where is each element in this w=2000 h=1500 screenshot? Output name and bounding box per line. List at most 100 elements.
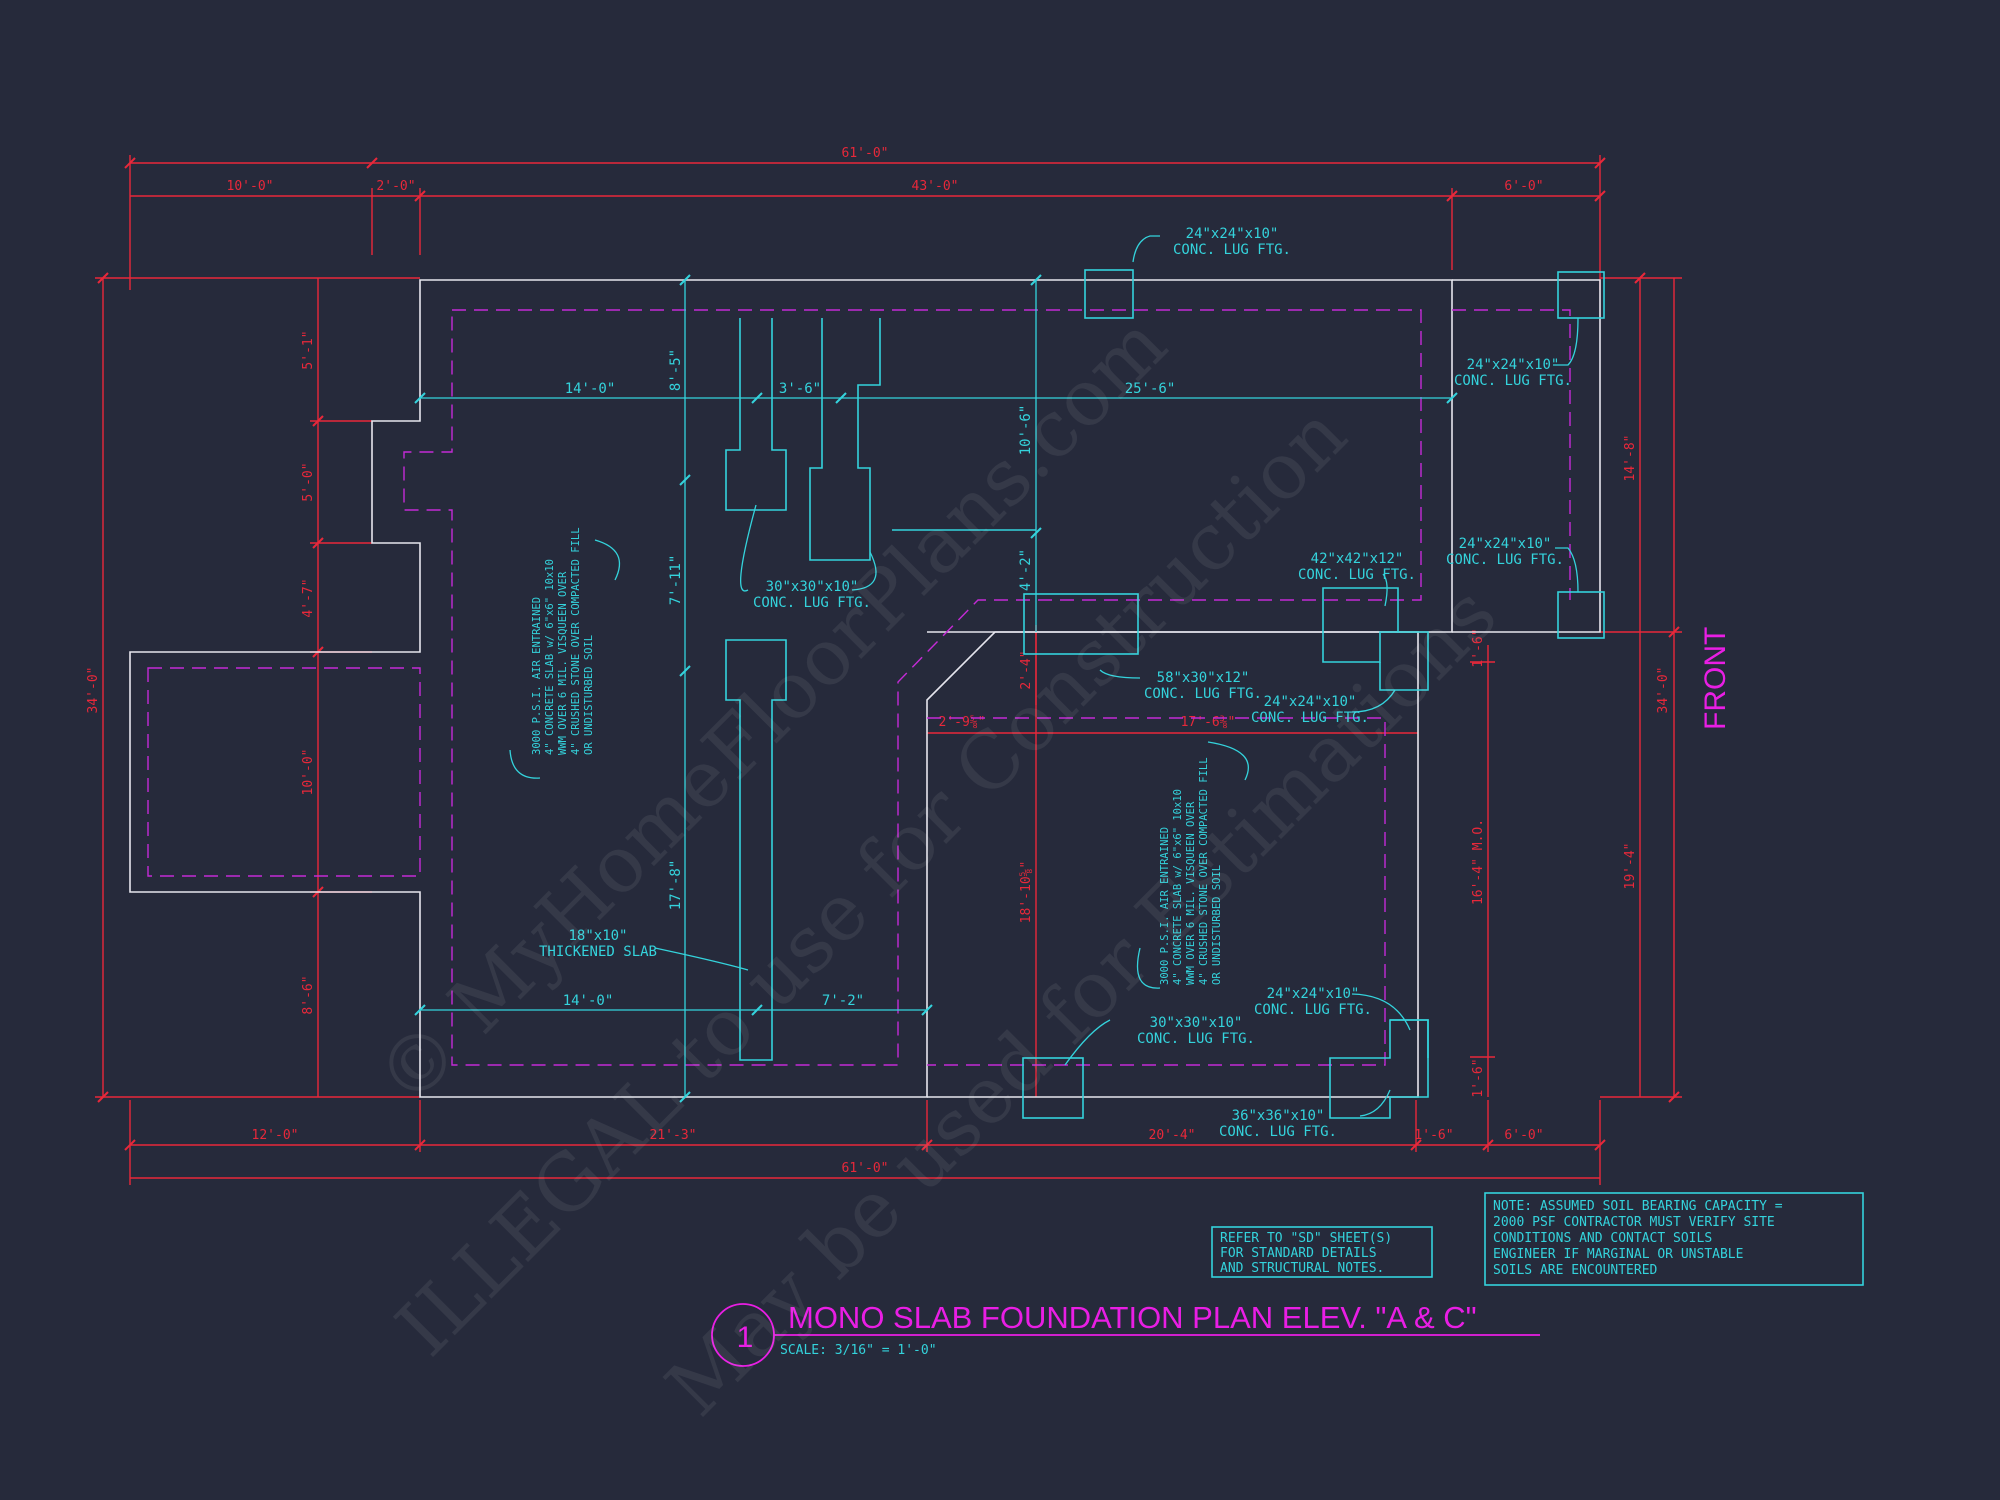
cyan-dim-7-2: 7'-2" (822, 993, 864, 1009)
slab-note-right-line-4: 4" CRUSHED STONE OVER COMPACTED FILL (1198, 757, 1210, 985)
callout-3-label: CONC. LUG FTG. (1446, 552, 1564, 568)
slab-note-right-line-2: 4" CONCRETE SLAB w/ 6"x6" 10x10 (1172, 789, 1184, 985)
dim-right-1-6b: 1'-6" (1471, 1058, 1486, 1097)
callout-6-size: 58"x30"x12" (1157, 670, 1250, 686)
dashed-footing-line (147, 309, 1571, 1066)
slab-note-right-line-3: WWM OVER 6 MIL. VISQUEEN OVER (1185, 801, 1197, 985)
footing-24-top (1084, 269, 1134, 319)
drawing-number: 1 (737, 1321, 754, 1354)
interior-dimension-labels: 14'-0" 3'-6" 25'-6" 8'-5" 7'-11" 17'-8" … (563, 349, 1176, 1009)
dim-int-18-10: 18'-10⅝" (1019, 861, 1034, 924)
dim-int-2-9: 2'-9⅝" (939, 715, 986, 730)
callout-11-label: CONC. LUG FTG. (1219, 1124, 1337, 1140)
cyan-dim-7-11: 7'-11" (668, 555, 684, 606)
dim-right-1-6a: 1'-6" (1471, 628, 1486, 667)
callout-10-label: CONC. LUG FTG. (1137, 1031, 1255, 1047)
soil-note-line-1: NOTE: ASSUMED SOIL BEARING CAPACITY = (1493, 1199, 1783, 1214)
dim-top-2: 2'-0" (376, 179, 415, 194)
footing-30-upper (725, 318, 787, 511)
dim-bottom-6: 6'-0" (1504, 1128, 1543, 1143)
footing-24-garage-bottom (1390, 1019, 1429, 1058)
dim-right-19: 19'-4" (1623, 843, 1638, 890)
sd-note-box: REFER TO "SD" SHEET(S) FOR STANDARD DETA… (1211, 1226, 1433, 1278)
callout-1-size: 24"x24"x10" (1186, 226, 1279, 242)
dim-top-overall: 61'-0" (842, 146, 889, 161)
footing-36x36 (1329, 1019, 1429, 1119)
footing-24-front-top (1557, 271, 1605, 319)
dim-left-4-7: 4'-7" (301, 578, 316, 617)
callout-9-label: CONC. LUG FTG. (1254, 1002, 1372, 1018)
callout-5-label: CONC. LUG FTG. (753, 595, 871, 611)
callout-2-size: 24"x24"x10" (1467, 357, 1560, 373)
dim-right-16: 16'-4" M.O. (1471, 819, 1486, 905)
cyan-dim-10-6: 10'-6" (1018, 405, 1034, 456)
callout-7-size: 24"x24"x10" (1264, 694, 1357, 710)
callout-11-size: 36"x36"x10" (1232, 1108, 1325, 1124)
cyan-dim-14-bottom: 14'-0" (563, 993, 614, 1009)
callout-7-label: CONC. LUG FTG. (1251, 710, 1369, 726)
dim-right-14: 14'-8" (1623, 435, 1638, 482)
dim-bottom-overall: 61'-0" (842, 1161, 889, 1176)
dim-bottom-12: 12'-0" (252, 1128, 299, 1143)
sd-note-line-3: AND STRUCTURAL NOTES. (1220, 1261, 1384, 1276)
soil-note-line-3: CONDITIONS AND CONTACT SOILS (1493, 1231, 1712, 1246)
cyan-dim-14-top: 14'-0" (565, 381, 616, 397)
callout-8-label: THICKENED SLAB (539, 944, 657, 960)
thickened-slab (725, 639, 787, 1061)
dim-bottom-20: 20'-4" (1149, 1128, 1196, 1143)
dim-left-5-1: 5'-1" (301, 330, 316, 369)
dimension-labels: 61'-0" 10'-0" 2'-0" 43'-0" 6'-0" 12'-0" … (86, 146, 1671, 1176)
footing-30-garage (1022, 1057, 1084, 1119)
soil-note-line-4: ENGINEER IF MARGINAL OR UNSTABLE (1493, 1247, 1743, 1262)
dim-int-2-4: 2'-4" (1019, 650, 1034, 689)
slab-note-right: 3000 P.S.I. AIR ENTRAINED 4" CONCRETE SL… (1159, 757, 1223, 985)
dim-int-17-6: 17'-6⅜" (1181, 715, 1236, 730)
footing-58x30 (1023, 593, 1139, 655)
callout-5-size: 30"x30"x10" (766, 579, 859, 595)
callout-2-label: CONC. LUG FTG. (1454, 373, 1572, 389)
slab-note-right-line-5: OR UNDISTURBED SOIL (1211, 865, 1223, 985)
cyan-dim-17-8: 17'-8" (668, 860, 684, 911)
drawing-title: MONO SLAB FOUNDATION PLAN ELEV. "A & C" (788, 1300, 1477, 1335)
dim-bottom-1-6: 1'-6" (1414, 1128, 1453, 1143)
callout-4-label: CONC. LUG FTG. (1298, 567, 1416, 583)
front-porch-slab (1452, 279, 1601, 633)
cyan-dim-3-6: 3'-6" (779, 381, 821, 397)
footing-24-front-bottom (1557, 591, 1605, 639)
callout-3-size: 24"x24"x10" (1459, 536, 1552, 552)
interior-ticks (414, 274, 1458, 1103)
slab-outline (129, 279, 1601, 1098)
slab-note-left-line-2: 4" CONCRETE SLAB w/ 6"x6" 10x10 (544, 559, 556, 755)
footing-24-garage-top (1379, 631, 1429, 691)
front-label: FRONT (1699, 627, 1732, 730)
cyan-dim-25-6: 25'-6" (1125, 381, 1176, 397)
callout-9-size: 24"x24"x10" (1267, 986, 1360, 1002)
dim-top-43: 43'-0" (912, 179, 959, 194)
dim-left-8-6: 8'-6" (301, 975, 316, 1014)
callouts: 24"x24"x10" CONC. LUG FTG. 24"x24"x10" C… (539, 226, 1572, 1140)
slab-note-left-line-3: WWM OVER 6 MIL. VISQUEEN OVER (557, 571, 569, 755)
slab-note-left-line-1: 3000 P.S.I. AIR ENTRAINED (531, 597, 543, 755)
dim-left-5-0: 5'-0" (301, 462, 316, 501)
callout-10-size: 30"x30"x10" (1150, 1015, 1243, 1031)
footing-42x42 (1322, 587, 1399, 663)
sd-note-line-1: REFER TO "SD" SHEET(S) (1220, 1231, 1392, 1246)
slab-note-left-line-4: 4" CRUSHED STONE OVER COMPACTED FILL (570, 527, 582, 755)
title-block: 1 MONO SLAB FOUNDATION PLAN ELEV. "A & C… (711, 1300, 1540, 1367)
callout-6-label: CONC. LUG FTG. (1144, 686, 1262, 702)
garage-slab-edge (927, 631, 1419, 1098)
dim-right-overall: 34'-0" (1656, 667, 1671, 714)
footings (725, 269, 1605, 1119)
callout-1-label: CONC. LUG FTG. (1173, 242, 1291, 258)
drawing-scale: SCALE: 3/16" = 1'-0" (780, 1343, 937, 1358)
dim-left-10: 10'-0" (301, 749, 316, 796)
dim-top-10: 10'-0" (227, 179, 274, 194)
cyan-dim-8-5: 8'-5" (668, 349, 684, 391)
slab-note-right-line-1: 3000 P.S.I. AIR ENTRAINED (1159, 827, 1171, 985)
dim-top-6: 6'-0" (1504, 179, 1543, 194)
dim-bottom-21: 21'-3" (650, 1128, 697, 1143)
slab-note-left-line-5: OR UNDISTURBED SOIL (583, 635, 595, 755)
soil-note-line-2: 2000 PSF CONTRACTOR MUST VERIFY SITE (1493, 1215, 1775, 1230)
cyan-dim-4-2: 4'-2" (1018, 549, 1034, 591)
